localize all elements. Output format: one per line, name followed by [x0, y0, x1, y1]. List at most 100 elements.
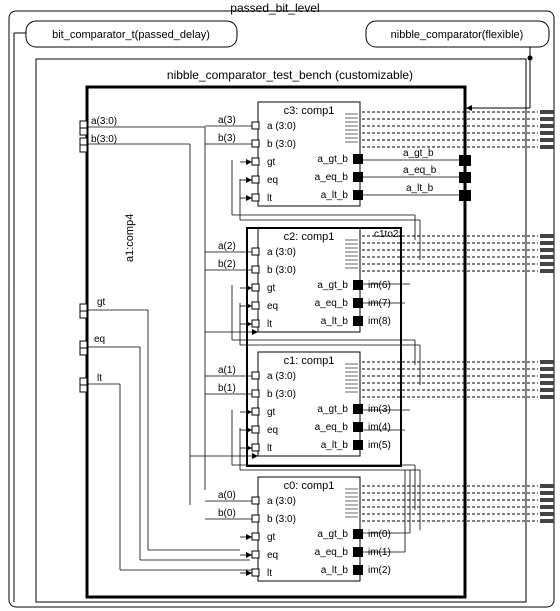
comp4-label: a1:comp4 — [124, 214, 136, 262]
output-signal-label: im(5) — [368, 440, 391, 451]
input-pin[interactable] — [251, 121, 260, 130]
bench-ports: a(3:0) b(3:0) gt eq lt — [79, 116, 117, 393]
input-pin-label: a (3:0) — [267, 121, 296, 132]
monitor-tag — [540, 241, 554, 245]
output-pin-label: a_eq_b — [315, 172, 349, 183]
input-signal-label: b(3) — [218, 133, 236, 144]
output-pin[interactable] — [353, 298, 363, 308]
bench-title: nibble_comparator_test_bench (customizab… — [167, 68, 413, 82]
output-signal-label: im(3) — [368, 404, 391, 415]
output-pin-label: a_lt_b — [321, 316, 349, 327]
input-pin[interactable] — [251, 371, 260, 380]
output-signal-label: im(8) — [368, 316, 391, 327]
input-pin[interactable] — [251, 550, 260, 559]
input-pin[interactable] — [251, 157, 260, 166]
input-pin[interactable] — [251, 443, 260, 452]
component-title: c1: comp1 — [284, 355, 335, 367]
monitor-tag — [540, 117, 554, 121]
monitor-tag — [540, 374, 554, 378]
component-title: c3: comp1 — [284, 105, 335, 117]
output-pin[interactable] — [353, 280, 363, 290]
input-pin-label: b (3:0) — [267, 265, 296, 276]
input-pin[interactable] — [251, 425, 260, 434]
output-signal-label: im(0) — [368, 529, 391, 540]
input-pin[interactable] — [251, 407, 260, 416]
output-pin[interactable] — [353, 440, 363, 450]
output-signal-label: im(4) — [368, 422, 391, 433]
input-signal-label: b(1) — [218, 383, 236, 394]
arrow-head — [246, 409, 252, 415]
arrow-head — [246, 159, 252, 165]
input-pin-label: eq — [267, 175, 278, 186]
output-pin[interactable] — [353, 172, 363, 182]
svg-text:a_lt_b: a_lt_b — [406, 183, 434, 194]
monitor-tag — [540, 505, 554, 509]
monitor-tag — [540, 360, 554, 364]
input-pin[interactable] — [251, 193, 260, 202]
arrow-head — [246, 445, 252, 451]
monitor-tag — [540, 138, 554, 142]
input-signal-label: a(0) — [218, 490, 236, 501]
svg-text:eq: eq — [94, 334, 105, 345]
arrow-head — [246, 303, 252, 309]
input-pin-label: gt — [267, 157, 276, 168]
config-right-label: nibble_comparator(flexible) — [391, 29, 524, 41]
output-pin[interactable] — [353, 547, 363, 557]
output-pin[interactable] — [353, 565, 363, 575]
output-pin[interactable] — [353, 316, 363, 326]
input-pin-label: b (3:0) — [267, 139, 296, 150]
config-connectors — [13, 32, 533, 602]
monitor-tag — [540, 491, 554, 495]
monitor-tag — [540, 262, 554, 266]
input-pin[interactable] — [251, 301, 260, 310]
component-title: c0: comp1 — [284, 480, 335, 492]
monitor-tag — [540, 131, 554, 135]
arrow-head — [246, 285, 252, 291]
config-right-box[interactable] — [365, 20, 550, 48]
svg-text:a_eq_b: a_eq_b — [403, 165, 437, 176]
monitor-tag — [540, 381, 554, 385]
arrow-head — [246, 552, 252, 558]
svg-text:lt: lt — [97, 373, 102, 384]
monitor-tag — [540, 269, 554, 273]
input-pin[interactable] — [251, 496, 260, 505]
bench-box — [35, 58, 527, 603]
output-pin[interactable] — [353, 154, 363, 164]
input-signal-label: a(3) — [218, 115, 236, 126]
input-pin-label: eq — [267, 301, 278, 312]
input-signal-label: a(1) — [218, 365, 236, 376]
input-pin[interactable] — [251, 319, 260, 328]
input-pin[interactable] — [251, 283, 260, 292]
output-pin[interactable] — [353, 404, 363, 414]
monitor-tag — [540, 124, 554, 128]
input-pin[interactable] — [251, 265, 260, 274]
input-pin[interactable] — [251, 139, 260, 148]
input-pin-label: lt — [267, 319, 272, 330]
arrow-head — [246, 427, 252, 433]
input-pin-label: eq — [267, 550, 278, 561]
input-pin[interactable] — [251, 532, 260, 541]
monitor-tag — [540, 388, 554, 392]
arrow-head — [246, 321, 252, 327]
input-pin-label: gt — [267, 283, 276, 294]
input-pin[interactable] — [251, 514, 260, 523]
input-pin[interactable] — [251, 175, 260, 184]
output-pin[interactable] — [353, 190, 363, 200]
output-pin-label: a_lt_b — [321, 190, 349, 201]
input-pin[interactable] — [251, 389, 260, 398]
bench-outputs: a_gt_b a_eq_b a_lt_b — [403, 148, 471, 201]
monitor-tag — [540, 255, 554, 259]
output-pin[interactable] — [353, 529, 363, 539]
config-left-box[interactable] — [25, 20, 238, 48]
output-pin[interactable] — [353, 422, 363, 432]
input-pin[interactable] — [251, 247, 260, 256]
input-pin[interactable] — [251, 568, 260, 577]
output-pin-label: a_eq_b — [315, 422, 349, 433]
output-pin-label: a_lt_b — [321, 565, 349, 576]
output-signal-label: im(6) — [368, 280, 391, 291]
